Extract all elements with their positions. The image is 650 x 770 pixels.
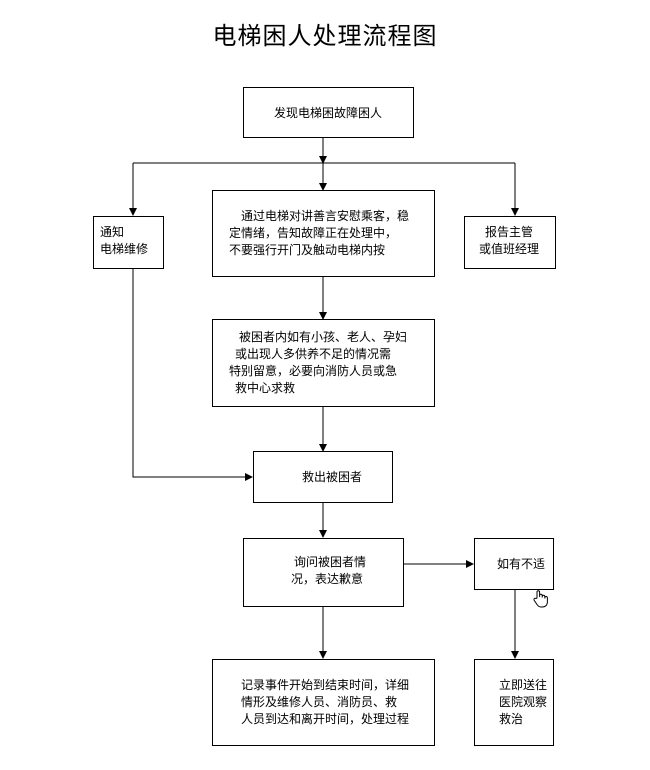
diagram-title: 电梯困人处理流程图 <box>212 22 438 50</box>
node-rescue-line: 救出被困者 <box>302 470 363 484</box>
node-hospital-line: 立即送往 <box>499 678 548 692</box>
node-inquire: 询问被困者情 况，表达歉意 <box>243 538 404 607</box>
node-rescue: 救出被困者 <box>253 451 393 503</box>
node-special-care: 被困者内如有小孩、老人、孕妇 或出现人多供养不足的情况需 特别留意，必要向消防人… <box>212 319 435 407</box>
node-hospital-line: 救治 <box>499 712 524 726</box>
node-comfort-line: 不要强行开门及触动电梯内按 <box>229 243 386 257</box>
node-report: 报告主管 或值班经理 <box>464 216 556 269</box>
node-discover-line: 发现电梯困故障困人 <box>274 106 383 120</box>
node-report-line: 报告主管 <box>485 225 534 239</box>
node-record-line: 记录事件开始到结束时间，详细 <box>241 678 410 692</box>
node-record-line: 人员到达和离开时间，处理过程 <box>241 712 410 726</box>
arrow-repair-to-rescue <box>132 269 253 481</box>
node-notify-repair: 通知 电梯维修 <box>93 216 164 269</box>
node-special-care-line: 被困者内如有小孩、老人、孕妇 <box>239 330 408 344</box>
node-discover: 发现电梯困故障困人 <box>243 87 414 138</box>
node-comfort-line: 定情绪，告知故障正在处理中， <box>229 226 398 240</box>
node-record-line: 情形及维修人员、消防员、救 <box>241 695 398 709</box>
node-if-unwell-line: 如有不适 <box>497 557 546 571</box>
node-inquire-line: 询问被困者情 <box>294 555 367 569</box>
node-special-care-line: 或出现人多供养不足的情况需 <box>235 347 392 361</box>
node-comfort: 通过电梯对讲善言安慰乘客，稳 定情绪，告知故障正在处理中， 不要强行开门及触动电… <box>212 190 435 277</box>
node-special-care-line: 特别留意，必要向消防人员或急 <box>229 364 398 378</box>
node-if-unwell: 如有不适 <box>474 538 554 590</box>
node-report-line: 或值班经理 <box>479 242 540 256</box>
node-inquire-line: 况，表达歉意 <box>291 572 364 586</box>
node-hospital-line: 医院观察 <box>499 695 548 709</box>
node-comfort-line: 通过电梯对讲善言安慰乘客，稳 <box>241 209 410 223</box>
hand-pointer-icon <box>533 590 548 608</box>
node-special-care-line: 救中心求救 <box>235 381 296 395</box>
node-hospital: 立即送往 医院观察 救治 <box>474 659 554 746</box>
node-notify-repair-line: 电梯维修 <box>100 242 149 256</box>
node-notify-repair-line: 通知 <box>100 225 125 239</box>
node-record: 记录事件开始到结束时间，详细 情形及维修人员、消防员、救 人员到达和离开时间，处… <box>212 659 435 746</box>
